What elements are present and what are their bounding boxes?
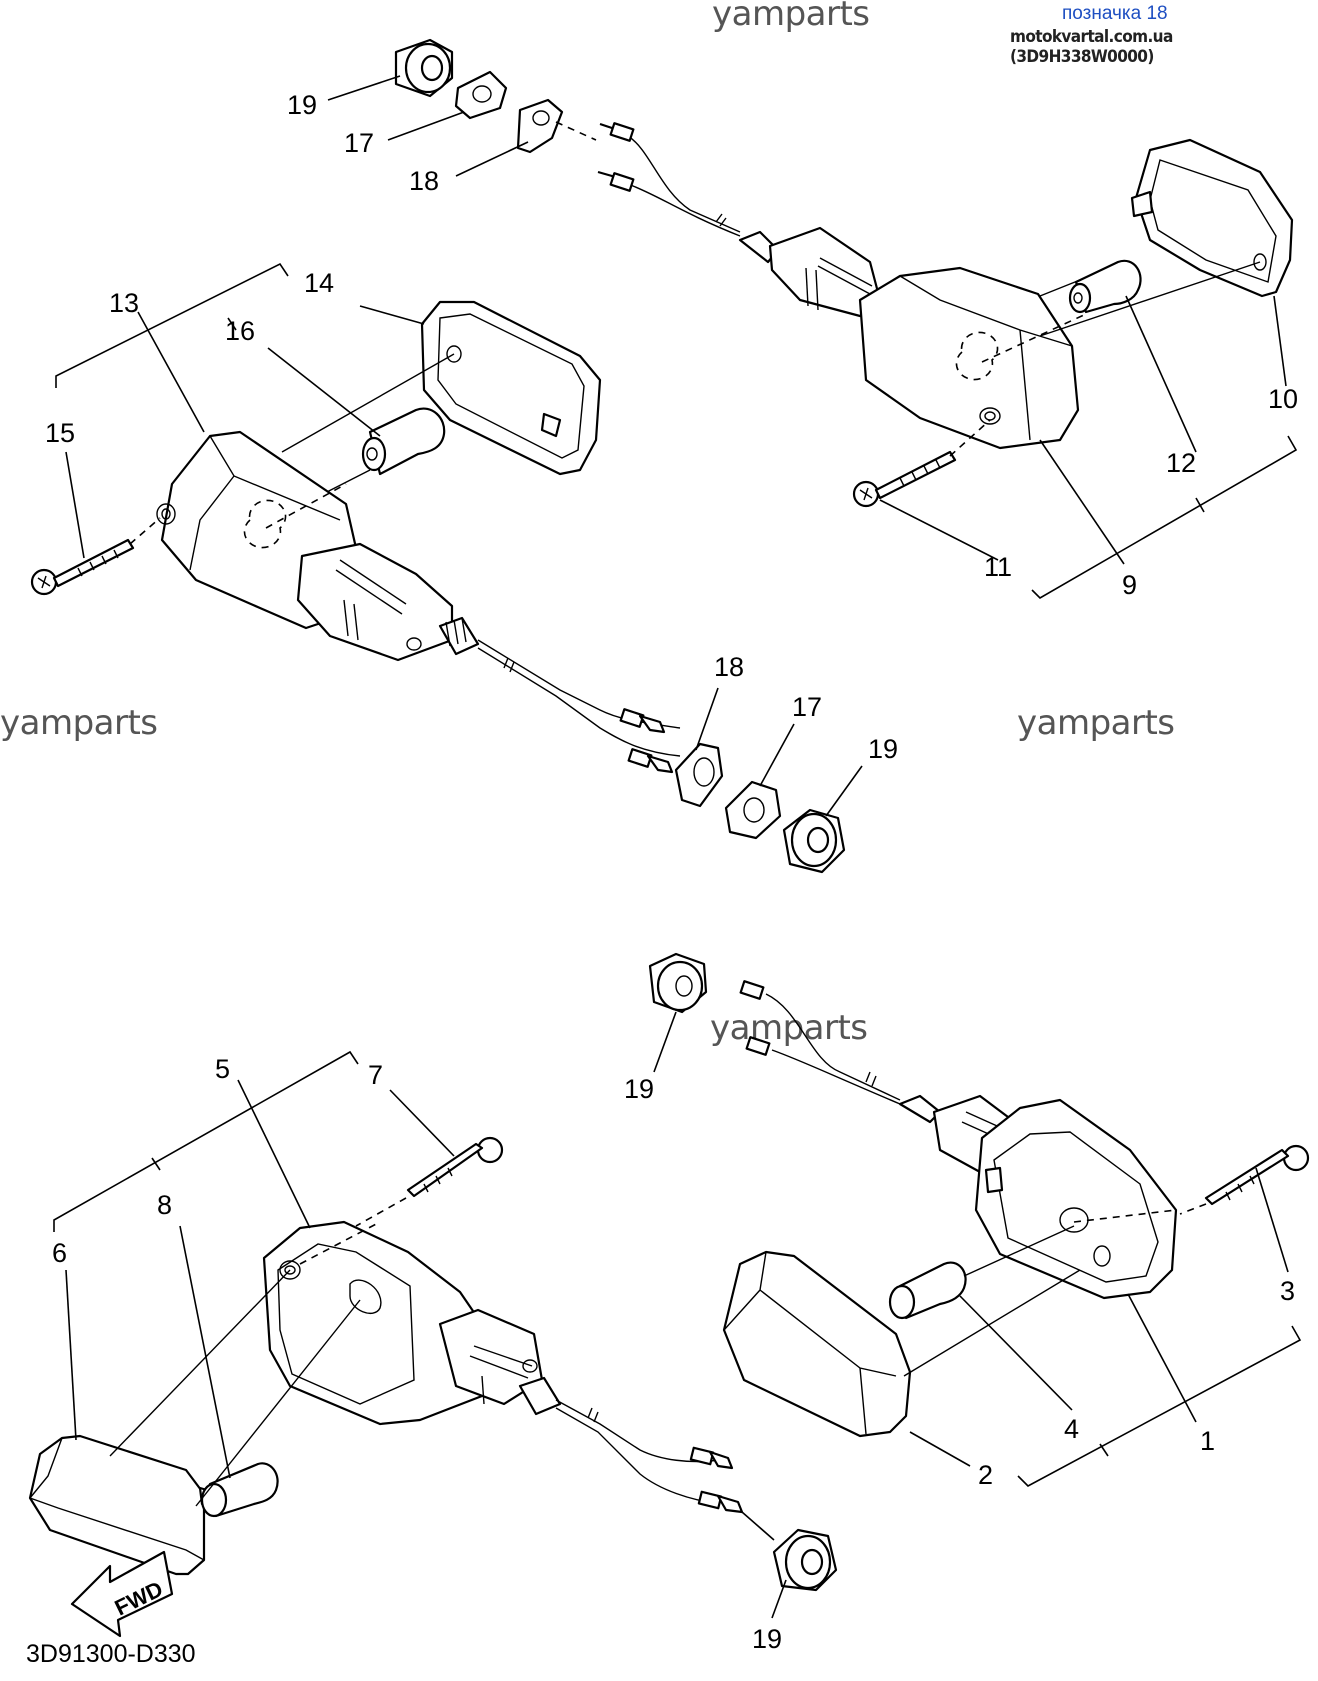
callout-17-lower: 17 — [792, 692, 822, 722]
callout-4: 4 — [1064, 1414, 1079, 1444]
callout-numbers: 19 17 18 14 13 16 15 10 12 11 9 18 17 19… — [45, 90, 1298, 1654]
callout-15: 15 — [45, 418, 75, 448]
washer-17-lower — [724, 780, 782, 840]
lens-2 — [722, 1250, 912, 1438]
callout-16: 16 — [225, 316, 255, 346]
watermark-right: yamparts — [1017, 703, 1175, 743]
lens-6 — [28, 1434, 216, 1576]
upper-right-turn-signal-assembly — [394, 38, 1294, 508]
callout-17-top: 17 — [344, 128, 374, 158]
washer-17-top — [454, 70, 508, 120]
callout-leaders-upper-right — [327, 75, 1298, 600]
callout-leaders-upper-left — [55, 262, 863, 817]
callout-9: 9 — [1122, 570, 1137, 600]
callout-13: 13 — [109, 288, 139, 318]
flange-nut-19-bottom — [772, 1528, 838, 1592]
watermark-top: yamparts — [712, 0, 870, 34]
watermark-middle: yamparts — [710, 1008, 868, 1048]
signal-body-9-stem — [738, 226, 882, 318]
screw-3 — [1204, 1144, 1310, 1206]
bulb-4 — [888, 1261, 967, 1320]
callout-11: 11 — [984, 552, 1012, 582]
wire-harness-lower-right — [739, 980, 901, 1105]
callout-14: 14 — [304, 268, 334, 298]
callout-10: 10 — [1268, 384, 1298, 414]
callout-19-lower-right: 19 — [624, 1074, 654, 1104]
diagram-code: 3D91300-D330 — [26, 1640, 196, 1668]
screw-7 — [406, 1136, 504, 1198]
lower-right-turn-signal-assembly — [648, 952, 1310, 1438]
grommet-18-top — [516, 98, 564, 154]
callout-19-middle: 19 — [868, 734, 898, 764]
callout-3: 3 — [1280, 1276, 1295, 1306]
flange-nut-19-middle — [782, 808, 846, 874]
signal-body-9 — [858, 266, 1087, 450]
upper-left-turn-signal-assembly — [30, 300, 846, 874]
wire-harness-lower-left — [555, 1399, 744, 1514]
callout-18-top: 18 — [409, 166, 439, 196]
signal-body-13-stem — [296, 542, 480, 662]
callout-6: 6 — [52, 1238, 67, 1268]
screw-15 — [30, 538, 135, 596]
signal-body-5 — [262, 1220, 488, 1426]
bulb-12 — [1068, 259, 1142, 314]
signal-body-5-stem — [438, 1308, 562, 1416]
lens-14 — [420, 300, 602, 476]
screw-11 — [852, 450, 957, 508]
flange-nut-19-top — [394, 38, 454, 98]
callout-leaders-lower-right — [653, 1011, 1302, 1487]
callout-19-bottom: 19 — [752, 1624, 782, 1654]
grommet-18-lower — [674, 742, 724, 808]
lens-10 — [1130, 138, 1294, 298]
flange-nut-19-lower-right — [648, 952, 708, 1014]
callout-5: 5 — [215, 1054, 230, 1084]
bulb-8 — [200, 1462, 279, 1518]
wire-harness-left — [477, 639, 681, 774]
badge-subtitle: motokvartal.com.ua (3D9H338W0000) — [1010, 27, 1173, 67]
fwd-direction-arrow: FWD — [70, 1550, 174, 1638]
lower-left-turn-signal-assembly — [28, 1136, 838, 1592]
bulb-16 — [361, 407, 446, 476]
callout-leaders-lower-left — [53, 1050, 787, 1619]
callout-8: 8 — [157, 1190, 172, 1220]
callout-7: 7 — [368, 1060, 383, 1090]
callout-18-lower: 18 — [714, 652, 744, 682]
callout-19-top: 19 — [287, 90, 317, 120]
callout-12: 12 — [1166, 448, 1196, 478]
callout-1: 1 — [1200, 1426, 1215, 1456]
badge-title: позначка 18 — [1062, 3, 1168, 24]
wire-harness-top — [597, 122, 741, 237]
watermark-left: yamparts — [0, 703, 158, 743]
callout-2: 2 — [978, 1460, 993, 1490]
